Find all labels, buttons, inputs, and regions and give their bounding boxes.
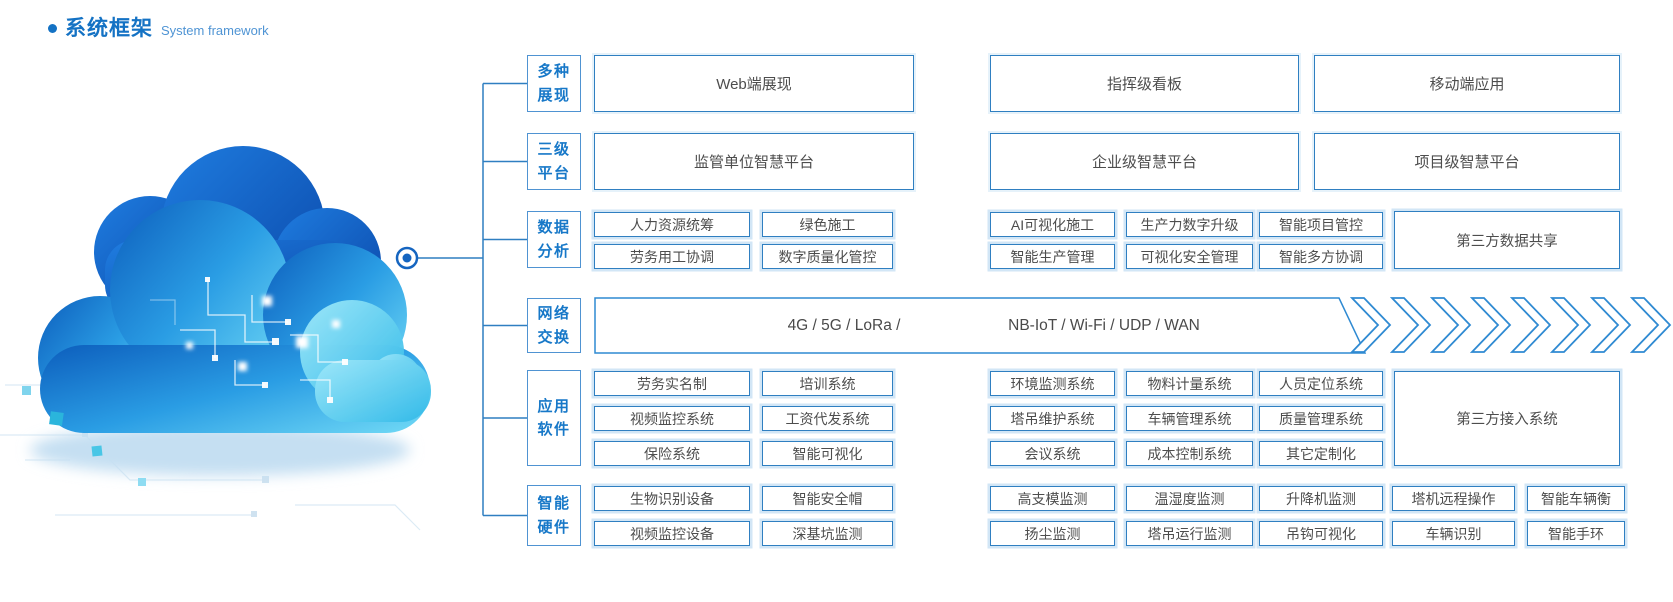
node-box: 智能手环 [1527,521,1625,546]
node-box: 物料计量系统 [1126,371,1253,396]
node-box: 成本控制系统 [1126,441,1253,466]
node-box: 工资代发系统 [762,406,893,431]
network-protocols-right: NB-IoT / Wi-Fi / UDP / WAN [1008,316,1200,334]
node-box: 塔机远程操作 [1392,486,1515,511]
node-box: 人力资源统筹 [594,212,750,237]
category-label: 智能硬件 [527,485,581,546]
node-box: 环境监测系统 [990,371,1115,396]
node-box: 其它定制化 [1259,441,1383,466]
node-box: 车辆识别 [1392,521,1515,546]
node-box: 塔吊维护系统 [990,406,1115,431]
node-box: 绿色施工 [762,212,893,237]
node-box: 劳务实名制 [594,371,750,396]
category-label: 应用软件 [527,370,581,466]
node-box: 项目级智慧平台 [1314,133,1620,190]
node-box: 视频监控设备 [594,521,750,546]
node-box: 智能车辆衡 [1527,486,1625,511]
node-box: 培训系统 [762,371,893,396]
category-label: 三级平台 [527,133,581,190]
node-box: 指挥级看板 [990,55,1299,112]
network-protocols-left: 4G / 5G / LoRa / [787,316,901,334]
node-box: 会议系统 [990,441,1115,466]
node-box: 监管单位智慧平台 [594,133,914,190]
node-box: 人员定位系统 [1259,371,1383,396]
chevron-icon [1509,297,1552,353]
chevron-icon [1469,297,1512,353]
page-title: 系统框架 [65,17,153,40]
node-box: 智能可视化 [762,441,893,466]
chevron-icon [1549,297,1592,353]
category-label: 网络交换 [527,298,581,353]
node-box: Web端展现 [594,55,914,112]
node-box: 质量管理系统 [1259,406,1383,431]
node-box: 移动端应用 [1314,55,1620,112]
category-label: 多种展现 [527,55,581,112]
cloud-illustration [0,146,431,531]
node-box: 扬尘监测 [990,521,1115,546]
node-box: 可视化安全管理 [1126,244,1253,269]
node-box: 车辆管理系统 [1126,406,1253,431]
page-title-group: 系统框架 System framework [48,12,269,42]
node-box: 塔吊运行监测 [1126,521,1253,546]
node-box: 企业级智慧平台 [990,133,1299,190]
node-box: 高支模监测 [990,486,1115,511]
node-box: 视频监控系统 [594,406,750,431]
connector-dot [395,246,419,270]
node-box: AI可视化施工 [990,212,1115,237]
node-box: 智能项目管控 [1259,212,1383,237]
node-box: 智能多方协调 [1259,244,1383,269]
chevron-icon [1429,297,1472,353]
chevron-icon [1589,297,1632,353]
node-box: 生物识别设备 [594,486,750,511]
node-box: 吊钩可视化 [1259,521,1383,546]
node-box: 劳务用工协调 [594,244,750,269]
node-box: 生产力数字升级 [1126,212,1253,237]
chevron-icon [1349,297,1392,353]
node-box: 升降机监测 [1259,486,1383,511]
node-box: 深基坑监测 [762,521,893,546]
page-subtitle: System framework [161,23,269,38]
side-box: 第三方接入系统 [1394,371,1620,466]
chevron-icon [1629,297,1672,353]
chevron-icon [1389,297,1432,353]
node-box: 智能安全帽 [762,486,893,511]
category-label: 数据分析 [527,211,581,268]
bullet-icon [48,23,57,33]
node-box: 智能生产管理 [990,244,1115,269]
node-box: 保险系统 [594,441,750,466]
node-box: 数字质量化管控 [762,244,893,269]
node-box: 温湿度监测 [1126,486,1253,511]
side-box: 第三方数据共享 [1394,211,1620,269]
